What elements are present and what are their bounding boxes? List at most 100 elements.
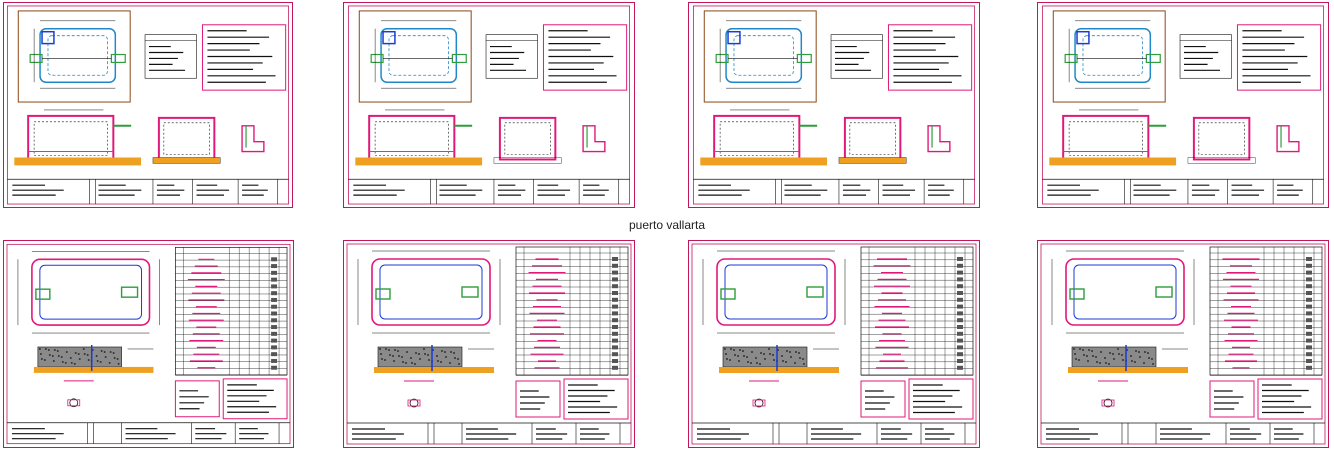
gravel-stone xyxy=(398,355,400,357)
gravel-section xyxy=(37,346,122,368)
gravel-stone xyxy=(1130,355,1132,357)
gravel-stone xyxy=(786,350,788,352)
drawing-sheet-bottom-1 xyxy=(3,240,294,448)
gravel-stone xyxy=(436,355,438,357)
table-cell-mark xyxy=(271,277,278,282)
gravel-stone xyxy=(785,361,787,363)
gravel-stone xyxy=(1139,356,1141,358)
table-cell-mark xyxy=(271,352,278,357)
gravel-stone xyxy=(70,361,73,364)
table-cell-mark xyxy=(1306,263,1312,268)
table-cell-mark xyxy=(957,331,963,336)
drawing-sheet-bottom-4 xyxy=(1037,240,1329,448)
gravel-stone xyxy=(730,348,732,350)
gravel-section xyxy=(377,346,463,368)
tank-outline xyxy=(39,28,117,83)
gravel-stone xyxy=(1095,356,1097,358)
gravel-stone xyxy=(747,361,749,363)
soil-fill xyxy=(374,367,494,373)
gravel-stone xyxy=(424,353,426,355)
gravel-stone xyxy=(1118,353,1120,355)
gravel-stone xyxy=(388,349,390,351)
gravel-stone xyxy=(733,349,735,351)
notes-box xyxy=(222,378,288,420)
tank-inner-outline xyxy=(379,264,483,320)
gravel-stone xyxy=(86,353,89,356)
table-cell-mark xyxy=(1306,352,1312,357)
rebar-schedule-table xyxy=(515,246,629,376)
table-cell-mark xyxy=(612,284,618,289)
gravel-stone xyxy=(392,355,394,357)
gravel-stone xyxy=(450,351,452,353)
gravel-stone xyxy=(781,355,783,357)
soil-fill xyxy=(1049,157,1177,166)
section-a-rebar xyxy=(374,121,449,156)
gravel-stone xyxy=(78,357,81,360)
gravel-stone xyxy=(1134,361,1136,363)
table-cell-mark xyxy=(1306,318,1312,323)
gravel-stone xyxy=(795,351,797,353)
tank-outline xyxy=(371,258,491,326)
drawing-sheet-top-2 xyxy=(343,2,635,208)
gravel-stone xyxy=(43,358,46,361)
table-cell-mark xyxy=(612,311,618,316)
detail-symbol xyxy=(754,398,764,408)
table-cell-mark xyxy=(1306,345,1312,350)
inlet-pipe xyxy=(715,53,729,64)
table-cell-mark xyxy=(271,291,278,296)
gravel-stone xyxy=(1086,355,1088,357)
gravel-stone xyxy=(1092,355,1094,357)
gravel-stone xyxy=(1088,349,1090,351)
joint-detail xyxy=(241,125,265,153)
rebar-schedule-table xyxy=(860,246,974,376)
table-cell-mark xyxy=(612,331,618,336)
table-cell-mark xyxy=(271,284,278,289)
tank-outline xyxy=(380,28,458,83)
tank-plan-drawing xyxy=(692,5,976,205)
outlet-pipe xyxy=(110,53,126,64)
table-cell-mark xyxy=(612,277,618,282)
gravel-stone xyxy=(397,350,399,352)
gravel-stone xyxy=(444,351,446,353)
inner-border xyxy=(6,243,291,445)
table-cell-mark xyxy=(271,311,278,316)
gravel-stone xyxy=(1075,358,1077,360)
gravel-stone xyxy=(393,360,395,362)
gravel-stone xyxy=(1083,354,1085,356)
gravel-stone xyxy=(750,362,752,364)
gravel-stone xyxy=(394,349,396,351)
gravel-stone xyxy=(1135,350,1137,352)
inlet-pipe xyxy=(720,288,736,300)
section-a-wall xyxy=(27,114,115,163)
gravel-stone xyxy=(755,357,757,359)
gravel-stone xyxy=(47,348,50,351)
gravel-stone xyxy=(1096,361,1098,363)
table-cell-mark xyxy=(612,297,618,302)
gravel-stone xyxy=(1082,349,1084,351)
table-cell-mark xyxy=(1306,284,1312,289)
table-cell-mark xyxy=(612,304,618,309)
gravel-stone xyxy=(756,362,758,364)
table-cell-mark xyxy=(271,365,278,370)
joint-detail xyxy=(927,125,951,153)
gravel-stone xyxy=(1100,351,1102,353)
gravel-stone xyxy=(40,357,43,360)
gravel-section xyxy=(1071,346,1157,368)
notes-box xyxy=(1236,24,1322,91)
table-cell-mark xyxy=(957,257,963,261)
quantities-table xyxy=(515,380,561,418)
manhole xyxy=(382,30,396,45)
gravel-section xyxy=(722,346,808,368)
table-cell-mark xyxy=(957,263,963,268)
plan-frame xyxy=(17,10,131,103)
gravel-stone xyxy=(51,354,54,357)
gravel-stone xyxy=(1109,352,1111,354)
section-b-wall xyxy=(1192,116,1251,161)
gravel-stone xyxy=(764,358,766,360)
drawing-sheet-bottom-2 xyxy=(343,240,635,448)
soil-fill xyxy=(1068,367,1188,373)
rebar-schedule-drawing xyxy=(1040,243,1326,445)
gravel-stone xyxy=(1112,353,1114,355)
gravel-stone xyxy=(1151,358,1153,360)
table-cell-mark xyxy=(1306,297,1312,302)
